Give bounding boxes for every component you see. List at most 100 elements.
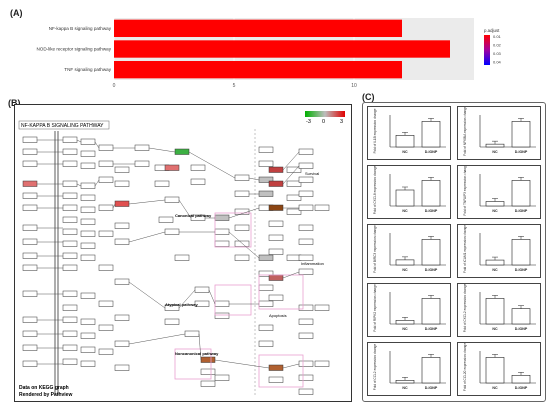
bar [395,259,415,266]
gene-node [268,220,284,227]
bar [114,60,402,79]
scale-tick-high: 3 [340,119,343,125]
gene-node [194,300,210,307]
gene-node [22,316,38,323]
bar [485,143,505,148]
gene-node [298,388,314,395]
gene-node [114,166,130,173]
gene-node [298,374,314,381]
gene-node [80,332,96,339]
bar [485,259,505,266]
gene-node [80,230,96,237]
pathway-edge [282,363,300,369]
gene-node [258,254,274,261]
gene-node [22,290,38,297]
gene-node [174,148,190,155]
gene-node [22,252,38,259]
x-tick-label: D-IONP [515,386,528,390]
gene-node [184,330,200,337]
gene-node [22,192,38,199]
gene-node [80,318,96,325]
gene-node [98,176,114,183]
bar [421,357,441,384]
gene-node [298,238,314,245]
gene-node [62,316,78,323]
gene-node [214,312,230,319]
gene-node [62,344,78,351]
gene-node [286,208,302,215]
category-label: TNF signaling pathway [64,67,111,72]
gene-node [258,190,274,197]
pathway-edge [282,271,300,279]
x-tick-label: NC [492,327,498,331]
gene-node [164,228,180,235]
x-tick-label: D-IONP [515,150,528,154]
gene-node [98,324,114,331]
gene-node [234,208,250,215]
gene-node [234,190,250,197]
y-axis-label: Fold of CXCL8 expression change [373,166,377,214]
gene-node [314,360,330,367]
gene-node [286,166,302,173]
pathway-edge [282,151,300,171]
panel-label-c: (C) [362,92,375,102]
x-tick-label: NC [492,268,498,272]
gene-node [200,356,216,363]
gene-node [62,148,78,155]
pathway-edge [208,289,216,305]
legend-tick: 0.02 [493,43,502,48]
gene-node [62,192,78,199]
gene-node [298,318,314,325]
gene-node [114,238,130,245]
gene-node [62,330,78,337]
gene-node [298,176,314,183]
gene-node [164,164,180,171]
gene-node [234,240,250,247]
pathway-edge [282,165,300,185]
gene-node [62,160,78,167]
y-axis-label: Fold of ICAM1 expression change [463,225,467,273]
gene-node [114,200,130,207]
gene-node [62,240,78,247]
pathway-edge [228,231,260,259]
pathway-edge [128,231,166,243]
gene-node [214,214,230,221]
y-axis-label: Fold of BIRC3 expression change [373,225,377,273]
gene-node [62,252,78,259]
y-axis-label: Fold of CCL20 expression change [463,343,467,391]
gene-node [258,340,274,347]
gene-node [134,144,150,151]
gene-node [22,360,38,367]
gene-node [80,254,96,261]
gene-node [114,364,130,371]
bar [421,239,441,266]
complex-highlight [174,348,212,380]
bar [114,40,450,58]
pathway-edge [214,359,270,369]
panel-label-b: (B) [8,98,21,108]
y-axis-label: Fold of NFKBIA expression change [463,107,467,156]
complex-highlight [214,212,252,248]
label-survival: Survival [305,171,319,176]
gene-node [98,300,114,307]
gene-node [258,324,274,331]
gene-node [314,304,330,311]
x-tick-label: NC [402,209,408,213]
bar [485,298,505,325]
gene-node [298,190,314,197]
gene-node [268,364,284,371]
x-tick-label: D-IONP [425,209,438,213]
gene-node [80,292,96,299]
pathway-edge [198,333,202,361]
gene-node [80,182,96,189]
gene-node [114,222,130,229]
pathway-edge [178,289,196,309]
x-tick-label: NC [492,150,498,154]
pathway-edge [94,179,100,187]
